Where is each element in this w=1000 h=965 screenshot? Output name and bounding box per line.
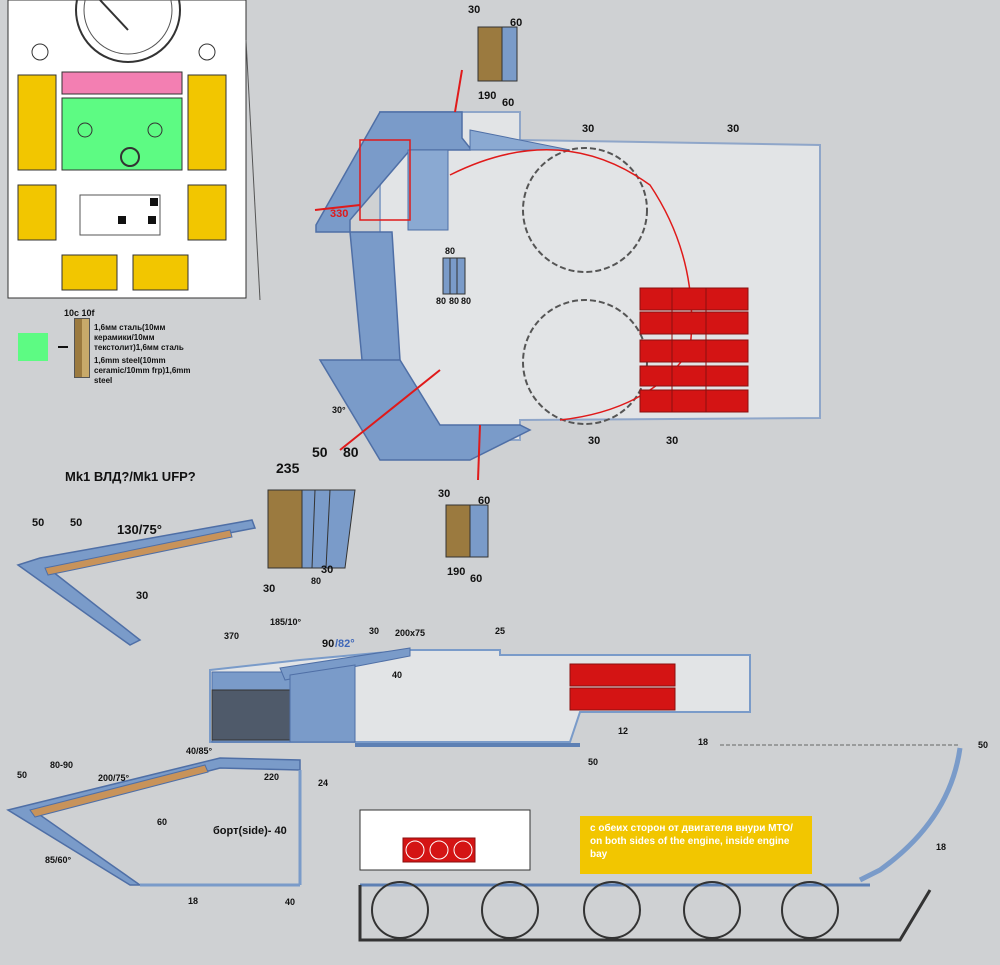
label-top-60: 60 (510, 17, 523, 29)
side-40-85: 40/85° (186, 746, 213, 756)
ammo-rack-top (639, 287, 749, 413)
side-40: 40 (392, 670, 403, 680)
label-angle-30: 30° (332, 405, 346, 415)
label-top-30: 30 (468, 4, 481, 16)
engine-bay-note-text: с обеих сторон от двигателя внури МТО/ o… (590, 823, 793, 860)
label-front-80b: 80 (311, 576, 322, 586)
side-220: 220 (264, 772, 280, 782)
legend-ru: 1,6мм сталь(10мм керамики/10мм текстолит… (94, 323, 184, 352)
label-bottom-30a: 30 (588, 435, 601, 447)
side-90: 90 (322, 638, 335, 650)
legend-en: 1,6mm steel(10mm ceramic/10mm frp)1,6mm … (94, 356, 191, 385)
legend-dash (58, 346, 68, 348)
bottom-18: 18 (188, 896, 199, 906)
ufp-50b: 50 (70, 517, 83, 529)
side-rear-18a: 18 (698, 737, 709, 747)
lfp-50: 50 (17, 770, 28, 780)
label-inner-80d: 80 (461, 296, 472, 306)
side-200x75: 200x75 (395, 628, 426, 638)
label-inner-80a: 80 (445, 246, 456, 256)
side-24: 24 (318, 778, 329, 788)
side-185: 185/10° (270, 617, 302, 627)
label-right-30b: 30 (727, 123, 740, 135)
bottom-40: 40 (285, 897, 296, 907)
label-bot-30: 30 (438, 488, 451, 500)
legend-bar (74, 318, 90, 378)
ufp-50a: 50 (32, 517, 45, 529)
side-12: 12 (618, 726, 629, 736)
legend-codes: 10с 10f (64, 308, 95, 318)
label-bot-60b: 60 (470, 573, 483, 585)
label-top-190: 190 (478, 90, 497, 102)
engine-bay-note: с обеих сторон от двигателя внури МТО/ o… (580, 816, 812, 874)
ufp-title: Mk1 ВЛД?/Mk1 UFP? (65, 469, 196, 484)
ufp-30: 30 (136, 590, 149, 602)
side-rear-18b: 18 (936, 842, 947, 852)
hull-plan-topleft (7, 0, 261, 301)
label-front-80: 80 (343, 444, 359, 460)
ufp-130: 130/75° (117, 522, 162, 537)
label-bot-190: 190 (447, 566, 466, 578)
lfp-60: 60 (157, 817, 168, 827)
turret-topview (267, 26, 821, 569)
side-82: /82° (335, 638, 355, 650)
label-front-235: 235 (276, 460, 300, 476)
side-rear-50: 50 (978, 740, 989, 750)
hull-sideview (6, 647, 963, 942)
side-25: 25 (495, 626, 506, 636)
label-bottom-30b: 30 (666, 435, 679, 447)
label-right-30a: 30 (582, 123, 595, 135)
label-front-30b: 30 (321, 564, 334, 576)
label-330: 330 (330, 208, 349, 220)
legend-green-swatch (18, 333, 48, 361)
label-bot-60: 60 (478, 495, 491, 507)
ufp-section (16, 519, 257, 646)
side-30: 30 (369, 626, 380, 636)
label-front-50: 50 (312, 444, 328, 460)
label-top-60b: 60 (502, 97, 515, 109)
label-inner-80c: 80 (449, 296, 460, 306)
lfp-80-90: 80-90 (50, 760, 74, 770)
label-inner-80b: 80 (436, 296, 447, 306)
side-armor-40: борт(side)- 40 (213, 825, 287, 837)
side-50: 50 (588, 757, 599, 767)
lfp-85: 85/60° (45, 855, 72, 865)
side-370: 370 (224, 631, 240, 641)
label-front-30: 30 (263, 583, 276, 595)
lfp-200: 200/75° (98, 773, 130, 783)
